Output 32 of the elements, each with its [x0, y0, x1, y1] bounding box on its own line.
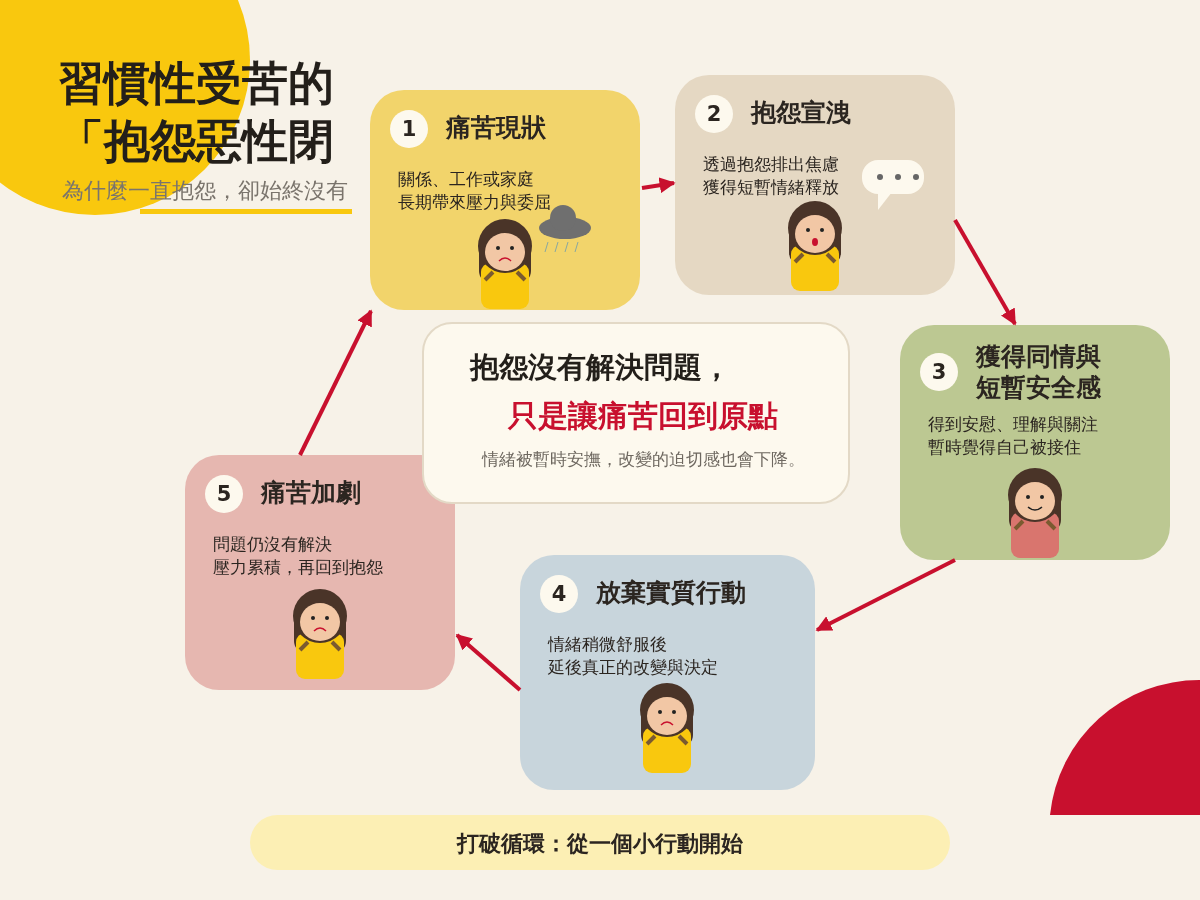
arrow [953, 219, 1017, 326]
step-number: 2 [695, 95, 733, 133]
arrow [298, 309, 373, 456]
step-card [520, 555, 815, 790]
step-description: 得到安慰、理解與關注暫時覺得自己被接住 [928, 413, 1098, 459]
step-description: 問題仍沒有解決壓力累積，再回到抱怨 [213, 533, 383, 579]
arrow [641, 177, 676, 194]
step-card [185, 455, 455, 690]
arrow [815, 558, 956, 632]
step-card [675, 75, 955, 295]
step-title: 痛苦加劇 [261, 477, 362, 508]
step-description: 情緒稍微舒服後延後真正的改變與決定 [548, 633, 718, 679]
step-description: 關係、工作或家庭長期帶來壓力與委屈 [398, 168, 551, 214]
message-note: 情緒被暫時安撫，改變的迫切感也會下降。 [482, 448, 805, 471]
step-number: 5 [205, 475, 243, 513]
step-title: 獲得同情與短暫安全感 [976, 341, 1102, 403]
step-card [370, 90, 640, 310]
banner-text: 打破循環：從一個小行動開始 [455, 830, 744, 858]
key-message: 只是讓痛苦回到原點 [508, 397, 778, 435]
arrow [455, 633, 522, 692]
subtitle: 為什麼一直抱怨，卻始終沒有 [62, 177, 348, 205]
step-number: 1 [390, 110, 428, 148]
key-message: 抱怨沒有解決問題， [470, 349, 731, 386]
step-number: 3 [920, 353, 958, 391]
message-card [422, 322, 850, 504]
step-number: 4 [540, 575, 578, 613]
step-title: 放棄實質行動 [596, 577, 747, 608]
step-description: 透過抱怨排出焦慮獲得短暫情緒釋放 [703, 153, 839, 199]
step-title: 痛苦現狀 [446, 112, 547, 143]
step-card [900, 325, 1170, 560]
step-title: 抱怨宣洩 [751, 97, 852, 128]
banner [250, 815, 950, 870]
